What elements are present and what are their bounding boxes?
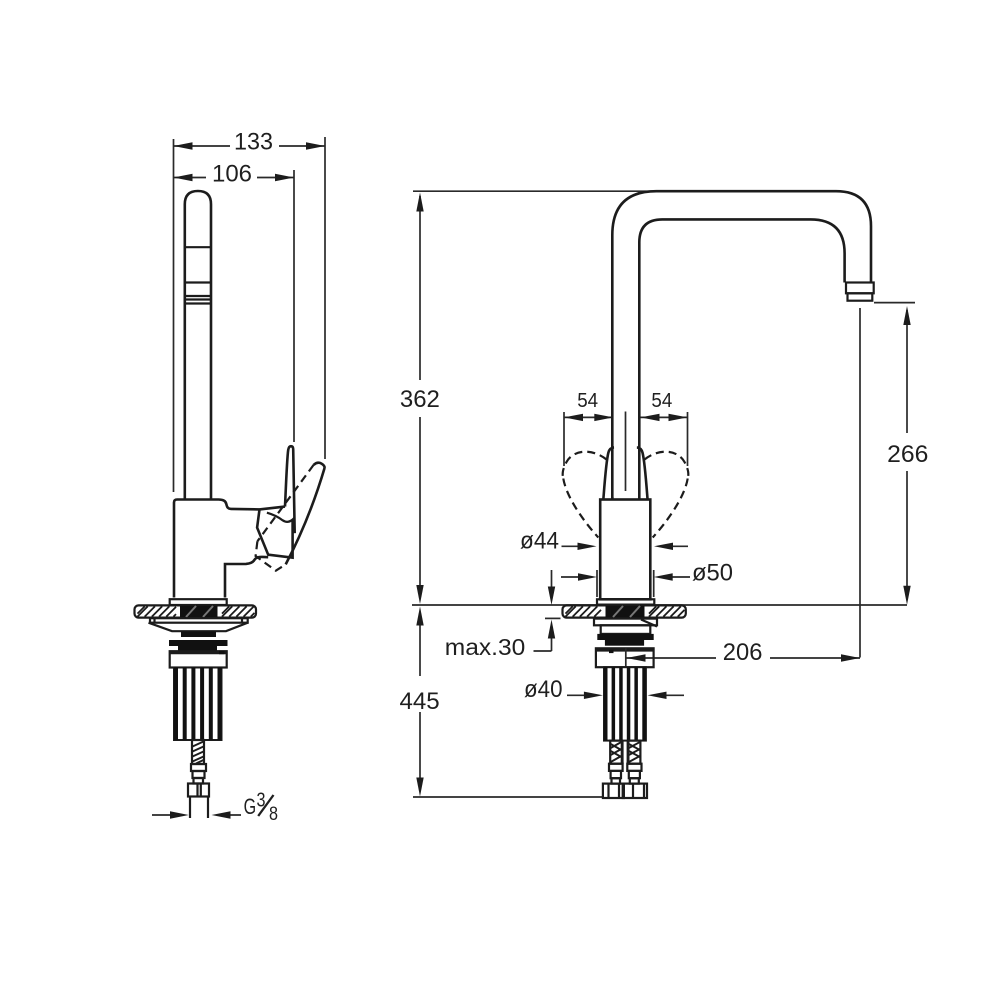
svg-text:max.30: max.30 [445, 634, 526, 660]
svg-text:206: 206 [723, 639, 763, 666]
svg-text:266: 266 [887, 441, 928, 468]
svg-text:133: 133 [234, 129, 273, 156]
svg-text:ø50: ø50 [692, 560, 733, 587]
svg-text:54: 54 [651, 389, 672, 412]
svg-text:3: 3 [257, 789, 266, 812]
svg-text:G: G [244, 794, 257, 819]
svg-text:106: 106 [212, 161, 252, 188]
svg-text:ø40: ø40 [524, 676, 563, 703]
svg-text:362: 362 [400, 386, 440, 413]
svg-text:ø44: ø44 [520, 528, 559, 555]
svg-text:445: 445 [400, 688, 440, 715]
svg-text:8: 8 [269, 803, 278, 825]
svg-text:54: 54 [577, 389, 598, 412]
